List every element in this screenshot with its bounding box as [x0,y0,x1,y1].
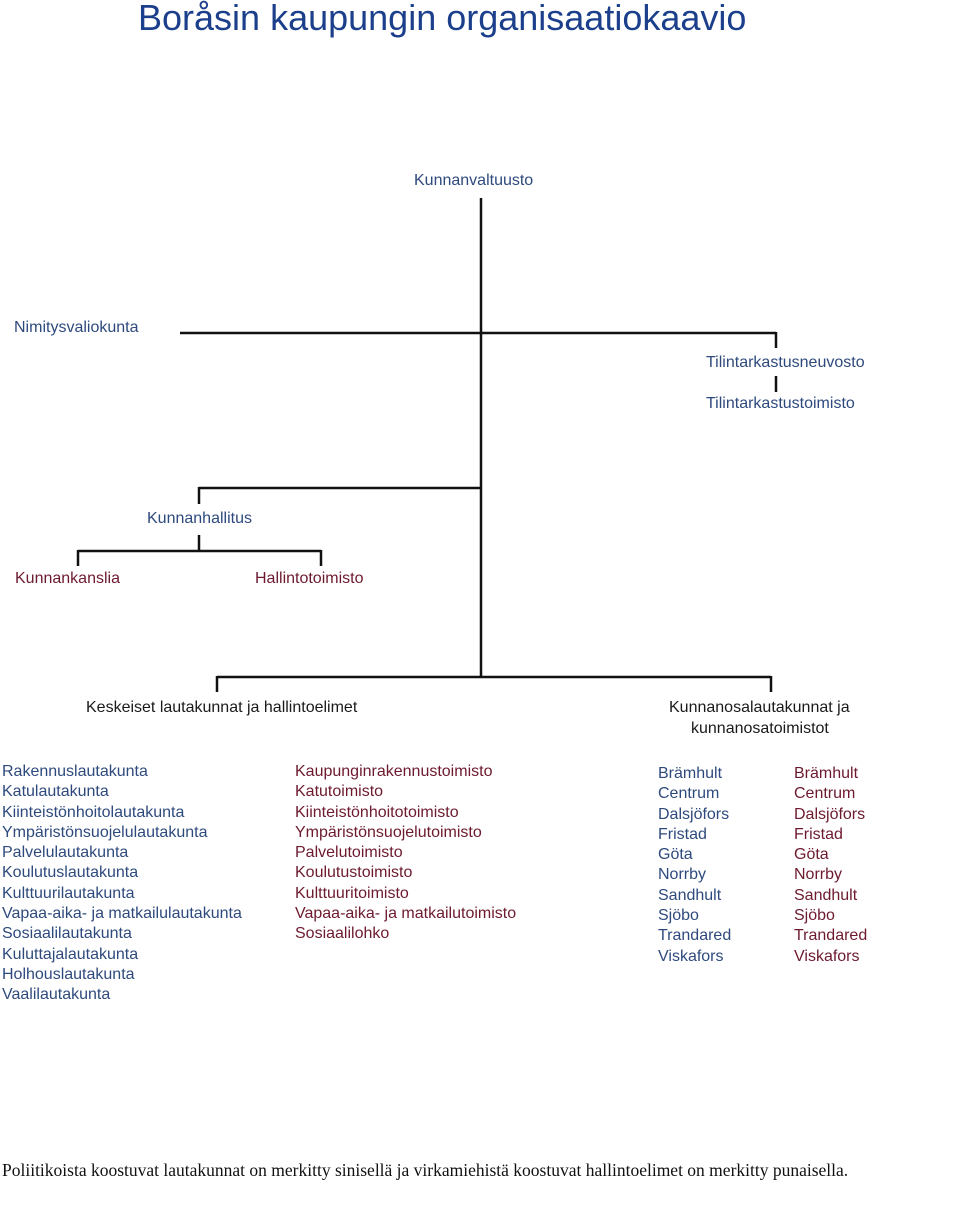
list-item: Dalsjöfors [794,805,866,823]
footnote: Poliitikoista koostuvat lautakunnat on m… [2,1160,849,1180]
list-item: Fristad [658,825,707,843]
list-item: Kulttuuritoimisto [295,884,409,902]
node-central-bodies: Keskeiset lautakunnat ja hallintoelimet [86,699,358,716]
list-item: Kaupunginrakennustoimisto [295,763,493,780]
node-audit-office: Tilintarkastustoimisto [706,395,855,412]
list-item: Katutoimisto [295,783,384,801]
page-title: Boråsin kaupungin organisaatiokaavio [138,0,747,38]
list-item: Norrby [658,866,707,884]
node-chancery: Kunnankanslia [15,570,120,587]
node-council: Kunnanvaltuusto [414,172,534,189]
list-item: Trandared [794,927,868,945]
list-item: Rakennuslautakunta [2,763,148,780]
list-item: Trandared [658,927,732,945]
list-item: Norrby [794,866,843,884]
list-item: Koulutustoimisto [295,864,413,882]
list-item: Vapaa-aika- ja matkailulautakunta [2,905,242,923]
list-item: Katulautakunta [2,783,109,801]
list-item: Kiinteistönhoitolautakunta [2,803,185,821]
list-item: Sandhult [658,886,722,904]
node-district-bodies-line2: kunnanosatoimistot [691,720,829,737]
list-item: Göta [794,846,829,864]
list-item: Brämhult [794,765,859,782]
node-district-bodies-line1: Kunnanosalautakunnat ja [669,699,850,716]
list-item: Kuluttajalautakunta [2,945,139,963]
list-item: Centrum [794,785,856,803]
list-item: Ympäristönsuojelutoimisto [295,823,482,841]
node-audit-board: Tilintarkastusneuvosto [706,354,865,371]
list-item: Sandhult [794,886,858,904]
list-item: Viskafors [794,947,860,965]
list-item: Viskafors [658,947,724,965]
district-office-list: Brämhult Centrum Dalsjöfors Fristad Göta… [794,764,867,967]
list-item: Sosiaalilohko [295,925,390,943]
list-item: Dalsjöfors [658,805,730,823]
list-item: Göta [658,846,693,864]
list-item: Palvelutoimisto [295,844,403,862]
committee-list: Rakennuslautakunta Katulautakunta Kiinte… [2,762,242,1006]
list-item: Brämhult [658,765,723,782]
list-item: Kiinteistönhoitotoimisto [295,803,459,821]
list-item: Sjöbo [658,907,699,925]
list-item: Ympäristönsuojelulautakunta [2,823,208,841]
list-item: Koulutuslautakunta [2,864,139,882]
list-item: Kulttuurilautakunta [2,884,135,902]
list-item: Fristad [794,825,843,843]
list-item: Vaalilautakunta [2,986,111,1004]
node-admin-office: Hallintotoimisto [255,570,364,587]
list-item: Sosiaalilautakunta [2,925,132,943]
list-item: Vapaa-aika- ja matkailutoimisto [295,905,517,923]
node-nominating: Nimitysvaliokunta [14,319,139,336]
list-item: Centrum [658,785,720,803]
district-committee-list: Brämhult Centrum Dalsjöfors Fristad Göta… [658,764,731,967]
list-item: Holhouslautakunta [2,965,135,983]
list-item: Sjöbo [794,907,835,925]
list-item: Palvelulautakunta [2,844,129,862]
office-list: Kaupunginrakennustoimisto Katutoimisto K… [295,762,516,945]
node-executive-board: Kunnanhallitus [147,510,252,527]
